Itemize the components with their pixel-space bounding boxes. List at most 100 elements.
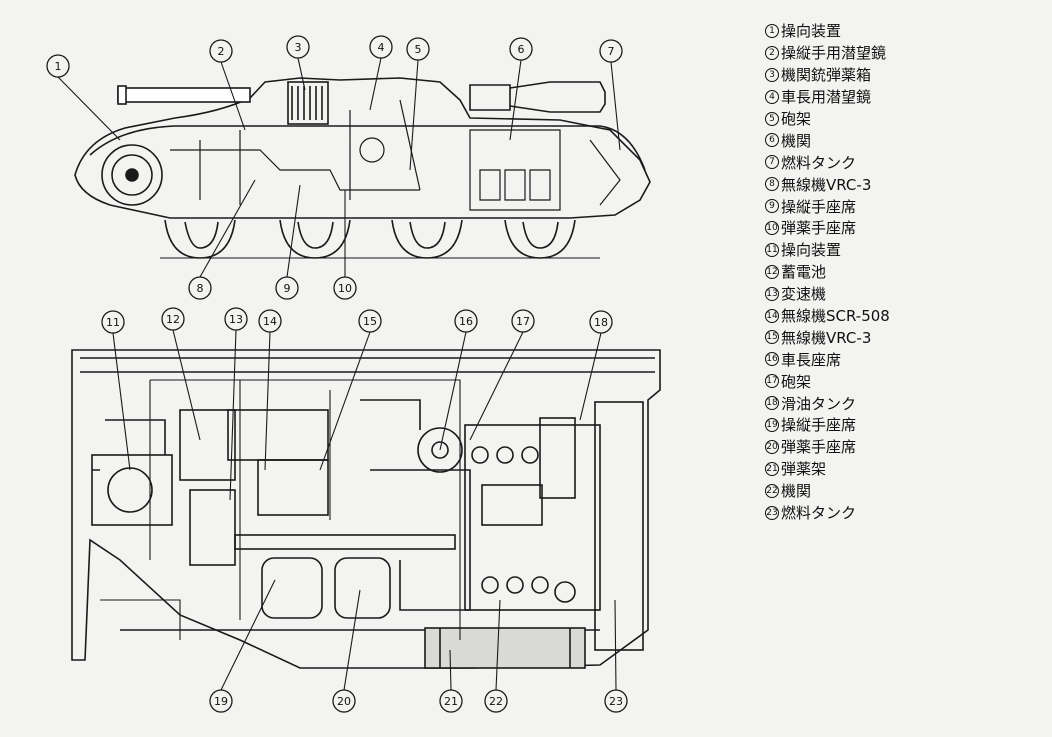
callout-17-label: 17 bbox=[516, 315, 530, 328]
legend-number: 10 bbox=[765, 220, 779, 235]
callout-19: 19 bbox=[209, 689, 233, 713]
legend-label: 機関銃弾薬箱 bbox=[781, 66, 872, 85]
legend-label: 機関 bbox=[781, 131, 812, 150]
legend-label: 車長用潜望鏡 bbox=[781, 88, 872, 107]
callout-23-label: 23 bbox=[609, 695, 623, 708]
legend-label: 操向装置 bbox=[781, 241, 842, 260]
callout-5: 5 bbox=[406, 37, 430, 61]
callout-1-label: 1 bbox=[55, 60, 62, 73]
callout-10: 10 bbox=[333, 276, 357, 300]
legend-label: 操縦手座席 bbox=[781, 416, 857, 435]
legend-label: 蓄電池 bbox=[781, 263, 827, 282]
side-view bbox=[74, 77, 651, 259]
callout-11: 11 bbox=[101, 310, 125, 334]
legend-number: 18 bbox=[765, 396, 779, 411]
callout-16: 16 bbox=[454, 309, 478, 333]
legend-number: 7 bbox=[765, 155, 779, 170]
callout-7: 7 bbox=[599, 39, 623, 63]
callout-13-label: 13 bbox=[229, 313, 243, 326]
legend-number: 14 bbox=[765, 308, 779, 323]
callout-6-label: 6 bbox=[518, 43, 525, 56]
side-rear-pipe bbox=[469, 81, 606, 113]
legend-number: 15 bbox=[765, 330, 779, 345]
legend-label: 変速機 bbox=[781, 285, 827, 304]
callout-8-label: 8 bbox=[197, 282, 204, 295]
callout-12: 12 bbox=[161, 307, 185, 331]
legend-number: 5 bbox=[765, 111, 779, 126]
callout-13: 13 bbox=[224, 307, 248, 331]
callout-22-label: 22 bbox=[489, 695, 503, 708]
top-ammo-rack bbox=[424, 627, 586, 669]
legend-label: 弾薬架 bbox=[781, 460, 827, 479]
callout-15: 15 bbox=[358, 309, 382, 333]
top-transmission bbox=[189, 489, 236, 566]
top-engine bbox=[464, 424, 601, 611]
top-interior-lines bbox=[100, 379, 461, 640]
legend-number: 16 bbox=[765, 352, 779, 367]
legend-number: 12 bbox=[765, 264, 779, 279]
callout-18-label: 18 bbox=[594, 316, 608, 329]
callout-4-label: 4 bbox=[378, 41, 385, 54]
legend-number: 21 bbox=[765, 461, 779, 476]
side-ammo-box bbox=[287, 81, 329, 125]
legend-number: 3 bbox=[765, 67, 779, 82]
legend-number: 1 bbox=[765, 23, 779, 38]
legend-label: 操向装置 bbox=[781, 22, 842, 41]
legend-label: 無線機VRC-3 bbox=[781, 328, 872, 347]
legend-number: 2 bbox=[765, 45, 779, 60]
top-steering bbox=[91, 419, 173, 526]
callout-9-label: 9 bbox=[284, 282, 291, 295]
legend-number: 8 bbox=[765, 177, 779, 192]
callout-20: 20 bbox=[332, 689, 356, 713]
legend-number: 4 bbox=[765, 89, 779, 104]
side-drive-sprocket bbox=[101, 144, 163, 206]
top-radio-scr508 bbox=[227, 409, 329, 461]
callout-14-label: 14 bbox=[263, 315, 277, 328]
side-road-wheels bbox=[160, 219, 600, 259]
top-loader-seat bbox=[334, 557, 391, 619]
top-oil-tank bbox=[539, 417, 576, 499]
top-battery bbox=[179, 409, 236, 481]
top-fuel-tank bbox=[594, 401, 644, 651]
callout-9: 9 bbox=[275, 276, 299, 300]
callout-19-label: 19 bbox=[214, 695, 228, 708]
legend-number: 19 bbox=[765, 417, 779, 432]
legend-number: 13 bbox=[765, 286, 779, 301]
callout-2: 2 bbox=[209, 39, 233, 63]
callout-18: 18 bbox=[589, 310, 613, 334]
callout-12-label: 12 bbox=[166, 313, 180, 326]
callouts: 1 2 3 4 5 6 7 8 9 10 11 12 13 14 15 16 1… bbox=[46, 35, 628, 713]
callout-17: 17 bbox=[511, 309, 535, 333]
callout-21-label: 21 bbox=[444, 695, 458, 708]
legend-number: 6 bbox=[765, 133, 779, 148]
callout-4: 4 bbox=[369, 35, 393, 59]
callout-11-label: 11 bbox=[106, 316, 120, 329]
legend-number: 9 bbox=[765, 199, 779, 214]
top-crossbar bbox=[234, 534, 456, 550]
callout-7-label: 7 bbox=[608, 45, 615, 58]
side-gun-barrel bbox=[117, 87, 251, 103]
legend-label: 弾薬手座席 bbox=[781, 219, 857, 238]
legend-label: 無線機VRC-3 bbox=[781, 175, 872, 194]
legend-label: 車長座席 bbox=[781, 350, 842, 369]
legend-label: 砲架 bbox=[781, 110, 812, 128]
legend-label: 弾薬手座席 bbox=[781, 438, 857, 457]
top-radio-vrc3 bbox=[257, 459, 329, 516]
top-hull-outline bbox=[71, 349, 661, 669]
